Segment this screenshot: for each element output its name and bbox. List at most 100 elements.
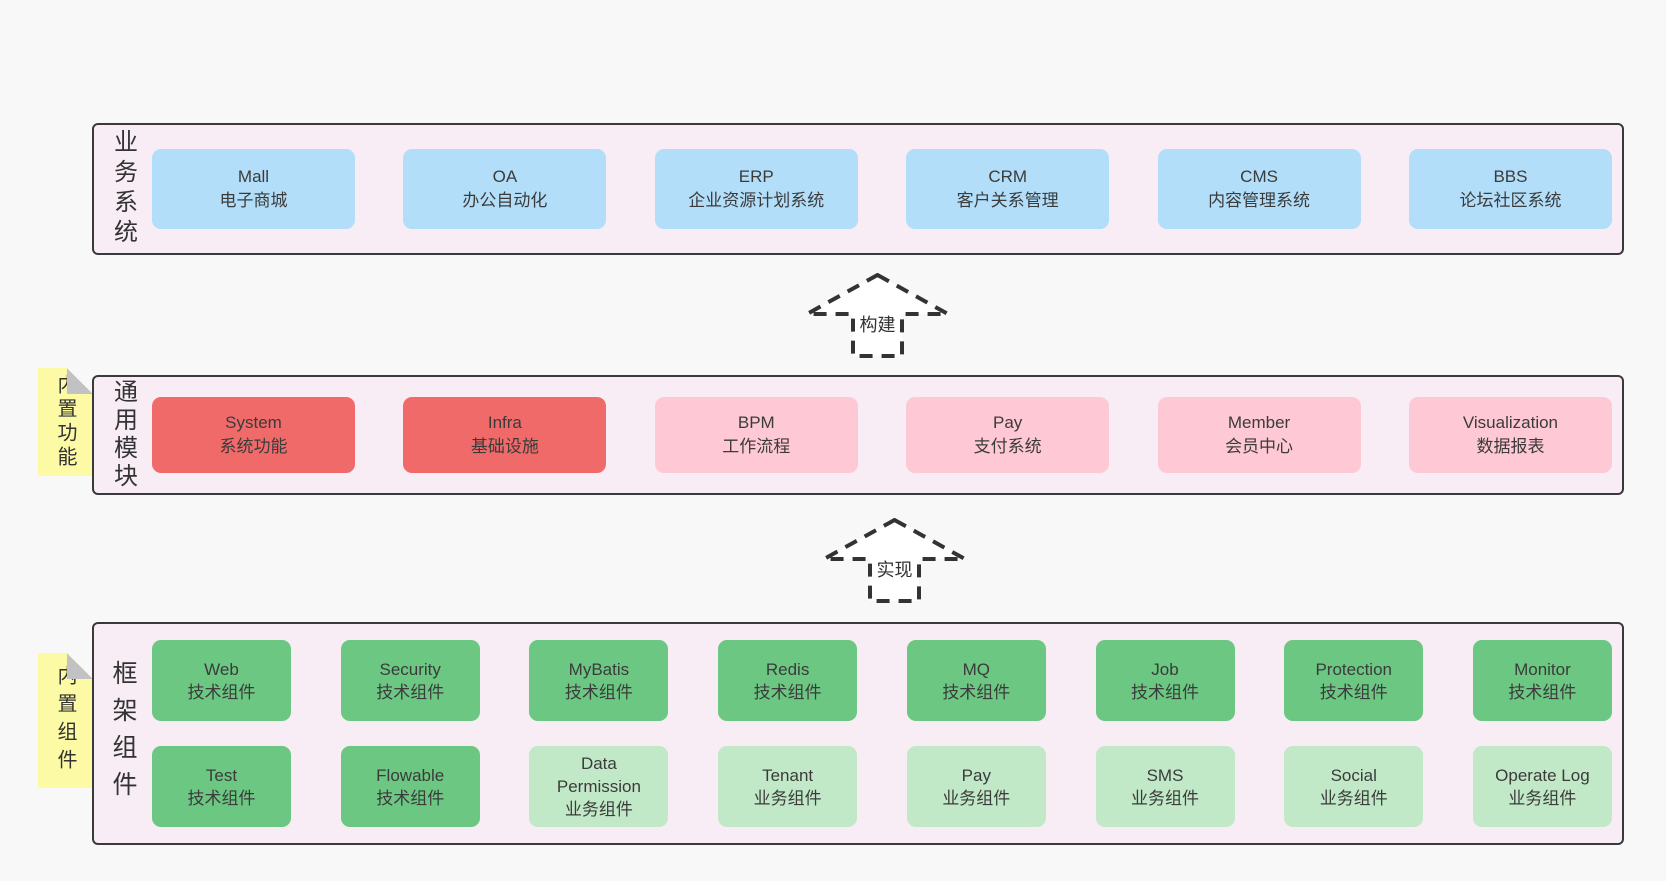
box-mybatis: MyBatis 技术组件	[529, 640, 669, 721]
box-test: Test 技术组件	[152, 746, 291, 827]
up-arrow-implement: 实现	[822, 518, 967, 603]
box-name: Pay	[961, 765, 991, 785]
arrow-implement-label: 实现	[873, 560, 916, 580]
box-name: Job	[1151, 659, 1179, 679]
box-desc: 技术组件	[1319, 682, 1388, 702]
layer-framework-components: 框架组件 Web 技术组件 Security 技术组件 MyBatis 技术组件…	[92, 622, 1624, 845]
box-oa: OA 办公自动化	[403, 149, 607, 229]
box-desc: 业务组件	[753, 788, 822, 808]
box-social: Social 业务组件	[1284, 746, 1424, 827]
modules-boxes-row: System 系统功能 Infra 基础设施 BPM 工作流程 Pay 支付系统…	[152, 377, 1622, 493]
sticky-tab-builtin-features: 内置功能	[38, 368, 93, 476]
box-desc: 业务组件	[942, 788, 1011, 808]
box-name: ERP	[738, 167, 774, 186]
box-name: Web	[204, 659, 239, 679]
box-infra: Infra 基础设施	[403, 397, 607, 473]
box-desc: 电子商城	[219, 191, 288, 210]
box-name: MQ	[962, 659, 990, 679]
sticky-tab-builtin-components: 内置组件	[38, 653, 93, 788]
box-member: Member 会员中心	[1157, 397, 1361, 473]
business-boxes-row: Mall 电子商城 OA 办公自动化 ERP 企业资源计划系统 CRM 客户关系…	[152, 125, 1622, 253]
box-desc: 技术组件	[753, 682, 822, 702]
box-redis: Redis 技术组件	[718, 640, 858, 721]
up-arrow-build: 构建	[805, 273, 950, 358]
box-desc: 业务组件	[1131, 788, 1200, 808]
box-name: MyBatis	[568, 659, 630, 679]
arrow-build-label: 构建	[856, 315, 899, 335]
box-desc: 工作流程	[722, 437, 791, 456]
components-boxes-rows: Web 技术组件 Security 技术组件 MyBatis 技术组件 Redi…	[152, 624, 1622, 843]
sticky-tab-label: 内置组件	[54, 664, 76, 777]
box-name: Protection	[1315, 659, 1392, 679]
box-desc: 业务组件	[1319, 788, 1388, 808]
box-name: Member	[1227, 413, 1291, 432]
box-bbs: BBS 论坛社区系统	[1408, 149, 1612, 229]
box-desc: 数据报表	[1476, 437, 1545, 456]
layer-common-modules: 通用模块 System 系统功能 Infra 基础设施 BPM 工作流程 Pay…	[92, 375, 1624, 495]
box-name: Test	[205, 765, 238, 785]
box-monitor: Monitor 技术组件	[1472, 640, 1612, 721]
box-desc: 技术组件	[1508, 682, 1577, 702]
box-operate-log: Operate Log 业务组件	[1472, 746, 1612, 827]
box-name: Security	[379, 659, 441, 679]
layer-components-label: 框架组件	[109, 659, 137, 808]
box-protection: Protection 技术组件	[1284, 640, 1424, 721]
box-desc: 办公自动化	[462, 191, 548, 210]
layer-business-label: 业务系统	[109, 129, 137, 249]
box-erp: ERP 企业资源计划系统	[654, 149, 858, 229]
box-flowable: Flowable 技术组件	[340, 746, 480, 827]
box-desc: 客户关系管理	[956, 191, 1059, 210]
box-desc: 业务组件	[564, 800, 633, 819]
box-name: Mall	[237, 167, 270, 186]
box-name: Visualization	[1462, 413, 1559, 432]
box-desc: 业务组件	[1508, 788, 1577, 808]
layer-modules-label: 通用模块	[109, 379, 137, 491]
box-name: Data Permission	[556, 754, 641, 796]
box-desc: 技术组件	[376, 788, 445, 808]
box-desc: 内容管理系统	[1208, 191, 1311, 210]
box-name: BBS	[1493, 167, 1528, 186]
box-desc: 技术组件	[564, 682, 633, 702]
box-name: SMS	[1146, 765, 1184, 785]
box-pay-biz: Pay 业务组件	[906, 746, 1046, 827]
box-name: BPM	[737, 413, 775, 432]
box-desc: 论坛社区系统	[1459, 191, 1562, 210]
box-desc: 系统功能	[219, 437, 288, 456]
box-desc: 技术组件	[1131, 682, 1200, 702]
box-name: Monitor	[1514, 659, 1571, 679]
box-mq: MQ 技术组件	[906, 640, 1046, 721]
box-sms: SMS 业务组件	[1095, 746, 1235, 827]
box-name: Pay	[993, 413, 1023, 432]
box-desc: 基础设施	[470, 437, 539, 456]
layer-business-systems: 业务系统 Mall 电子商城 OA 办公自动化 ERP 企业资源计划系统 CRM…	[92, 123, 1624, 255]
box-name: OA	[492, 167, 518, 186]
box-name: CRM	[988, 167, 1028, 186]
box-data-permission: Data Permission 业务组件	[529, 746, 669, 827]
box-desc: 支付系统	[973, 437, 1042, 456]
box-desc: 企业资源计划系统	[688, 191, 825, 210]
box-desc: 技术组件	[376, 682, 445, 702]
box-job: Job 技术组件	[1095, 640, 1235, 721]
box-name: Flowable	[376, 765, 445, 785]
box-cms: CMS 内容管理系统	[1157, 149, 1361, 229]
box-name: Operate Log	[1495, 765, 1590, 785]
box-visualization: Visualization 数据报表	[1408, 397, 1612, 473]
box-name: Redis	[765, 659, 810, 679]
box-name: Infra	[487, 413, 522, 432]
sticky-tab-label: 内置功能	[54, 374, 76, 470]
box-web: Web 技术组件	[152, 640, 291, 721]
box-mall: Mall 电子商城	[152, 149, 355, 229]
box-system: System 系统功能	[152, 397, 355, 473]
box-security: Security 技术组件	[340, 640, 480, 721]
box-name: System	[225, 413, 282, 432]
box-tenant: Tenant 业务组件	[718, 746, 858, 827]
box-desc: 技术组件	[942, 682, 1011, 702]
box-pay: Pay 支付系统	[906, 397, 1110, 473]
box-desc: 技术组件	[187, 788, 256, 808]
box-name: Social	[1330, 765, 1377, 785]
box-desc: 会员中心	[1225, 437, 1294, 456]
box-bpm: BPM 工作流程	[654, 397, 858, 473]
box-desc: 技术组件	[187, 682, 256, 702]
box-crm: CRM 客户关系管理	[906, 149, 1110, 229]
